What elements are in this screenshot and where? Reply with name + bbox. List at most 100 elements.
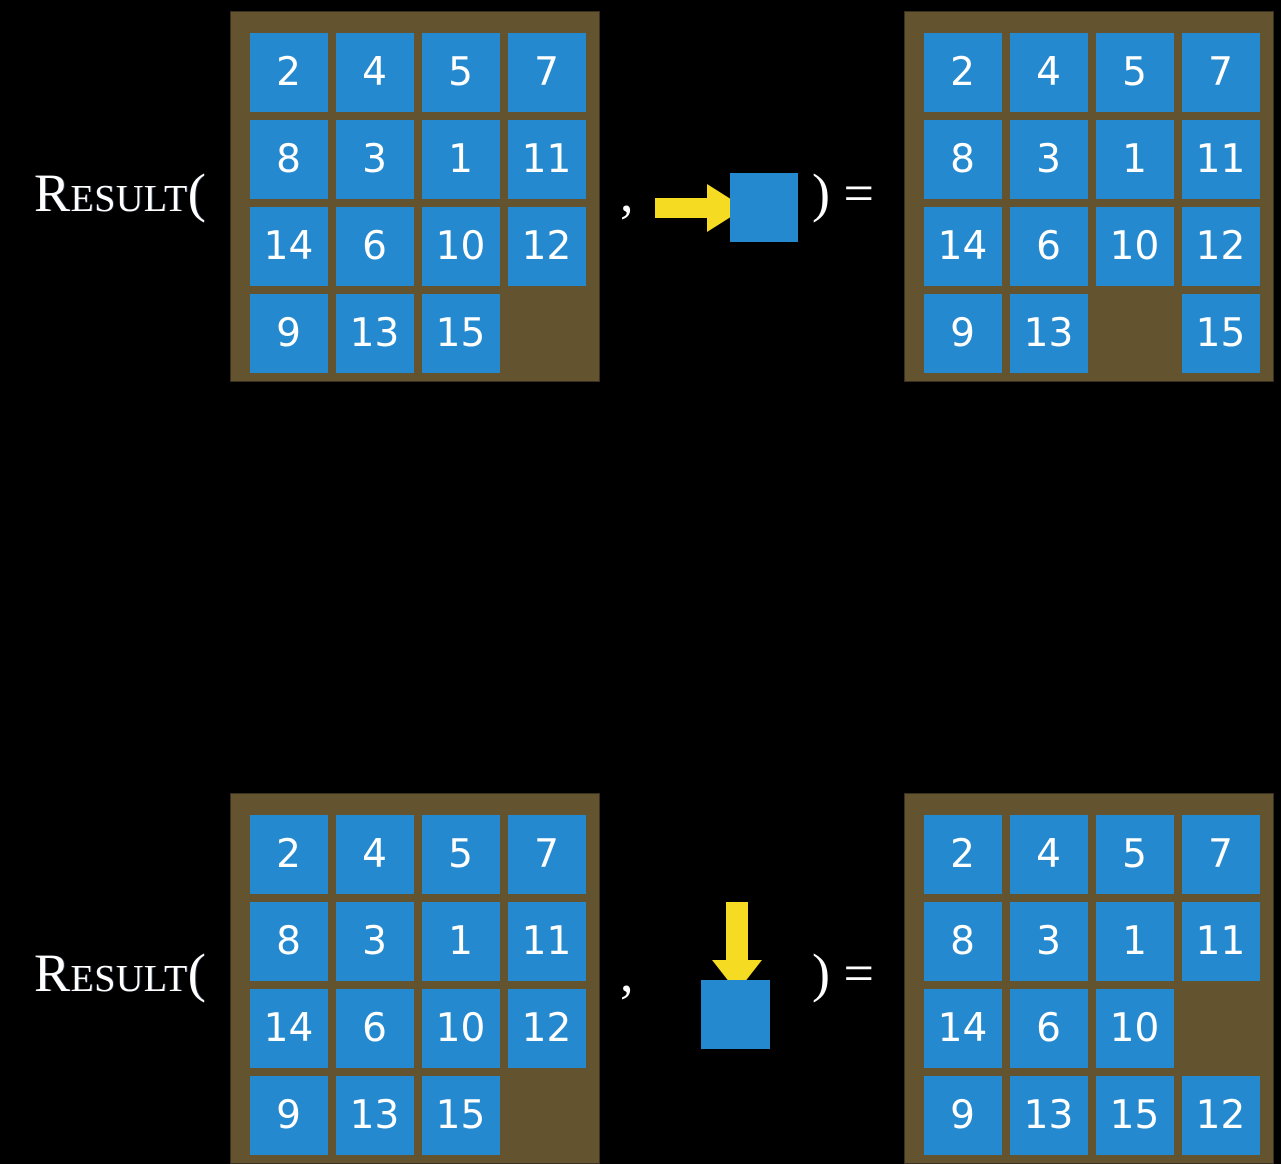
tile-9: 9	[249, 293, 328, 373]
tile-8: 8	[249, 901, 328, 981]
tile-2: 2	[923, 814, 1002, 894]
blank-tile	[508, 294, 586, 373]
tile-8: 8	[923, 901, 1002, 981]
tile-3: 3	[335, 901, 414, 981]
tile-7: 7	[507, 32, 586, 112]
tile-cell: 13	[1006, 290, 1091, 376]
tile-cell: 9	[246, 290, 331, 376]
tile-cell: 10	[418, 203, 503, 289]
blank-tile	[1182, 989, 1260, 1068]
tile-13: 13	[1009, 293, 1088, 373]
tile-2: 2	[249, 32, 328, 112]
tile-5: 5	[1095, 814, 1174, 894]
tile-cell: 12	[504, 203, 589, 289]
tile-cell: 6	[332, 985, 417, 1071]
blank-cell	[1092, 290, 1177, 376]
blank-tile	[508, 1076, 586, 1155]
result-function-label-row-1: Result(	[34, 163, 207, 223]
tile-7: 7	[507, 814, 586, 894]
tile-7: 7	[1181, 814, 1260, 894]
tile-12: 12	[1181, 1075, 1260, 1155]
tile-cell: 2	[920, 29, 1005, 115]
tile-cell: 1	[1092, 898, 1177, 984]
tile-15: 15	[1095, 1075, 1174, 1155]
tile-6: 6	[1009, 988, 1088, 1068]
tile-1: 1	[421, 119, 500, 199]
tile-3: 3	[1009, 119, 1088, 199]
tile-4: 4	[335, 814, 414, 894]
tile-cell: 14	[920, 203, 1005, 289]
tile-cell: 9	[246, 1072, 331, 1158]
tile-cell: 4	[332, 811, 417, 897]
tile-cell: 6	[1006, 985, 1091, 1071]
tile-cell: 10	[1092, 203, 1177, 289]
tile-10: 10	[1095, 206, 1174, 286]
tile-cell: 10	[1092, 985, 1177, 1071]
tile-cell: 13	[332, 290, 417, 376]
tile-cell: 15	[1092, 1072, 1177, 1158]
tile-cell: 7	[1178, 29, 1263, 115]
tile-9: 9	[923, 1075, 1002, 1155]
tile-cell: 11	[1178, 116, 1263, 202]
tile-cell: 2	[246, 811, 331, 897]
tile-cell: 3	[332, 116, 417, 202]
tile-cell: 12	[504, 985, 589, 1071]
tile-4: 4	[1009, 32, 1088, 112]
tile-cell: 5	[418, 29, 503, 115]
tile-cell: 15	[1178, 290, 1263, 376]
tile-5: 5	[1095, 32, 1174, 112]
tile-2: 2	[923, 32, 1002, 112]
tile-15: 15	[421, 1075, 500, 1155]
tile-15: 15	[1181, 293, 1260, 373]
tile-cell: 14	[246, 203, 331, 289]
tile-cell: 2	[920, 811, 1005, 897]
blank-cell	[504, 1072, 589, 1158]
tile-cell: 11	[504, 116, 589, 202]
tile-7: 7	[1181, 32, 1260, 112]
tile-13: 13	[335, 1075, 414, 1155]
tile-cell: 12	[1178, 1072, 1263, 1158]
tile-5: 5	[421, 814, 500, 894]
tile-cell: 14	[920, 985, 1005, 1071]
tile-cell: 6	[332, 203, 417, 289]
close-paren-equals-row-1: ) =	[812, 163, 874, 223]
blank-tile	[1096, 294, 1174, 373]
tile-cell: 7	[504, 29, 589, 115]
tile-3: 3	[335, 119, 414, 199]
comma-separator-row-2: ,	[620, 943, 634, 1003]
action-blank-tile-row-2	[701, 980, 770, 1049]
tile-12: 12	[1181, 206, 1260, 286]
tile-4: 4	[1009, 814, 1088, 894]
tile-cell: 9	[920, 290, 1005, 376]
tile-cell: 2	[246, 29, 331, 115]
blank-cell	[1178, 985, 1263, 1071]
tile-cell: 3	[1006, 116, 1091, 202]
tile-cell: 1	[1092, 116, 1177, 202]
tile-13: 13	[1009, 1075, 1088, 1155]
tile-cell: 10	[418, 985, 503, 1071]
tile-12: 12	[507, 206, 586, 286]
tile-cell: 14	[246, 985, 331, 1071]
tile-cell: 11	[1178, 898, 1263, 984]
tile-cell: 8	[246, 898, 331, 984]
tile-14: 14	[923, 988, 1002, 1068]
tile-12: 12	[507, 988, 586, 1068]
tile-8: 8	[249, 119, 328, 199]
tile-14: 14	[249, 206, 328, 286]
tile-cell: 13	[1006, 1072, 1091, 1158]
tile-15: 15	[421, 293, 500, 373]
tile-8: 8	[923, 119, 1002, 199]
tile-11: 11	[507, 119, 586, 199]
tile-cell: 15	[418, 290, 503, 376]
tile-cell: 6	[1006, 203, 1091, 289]
tile-cell: 5	[1092, 29, 1177, 115]
